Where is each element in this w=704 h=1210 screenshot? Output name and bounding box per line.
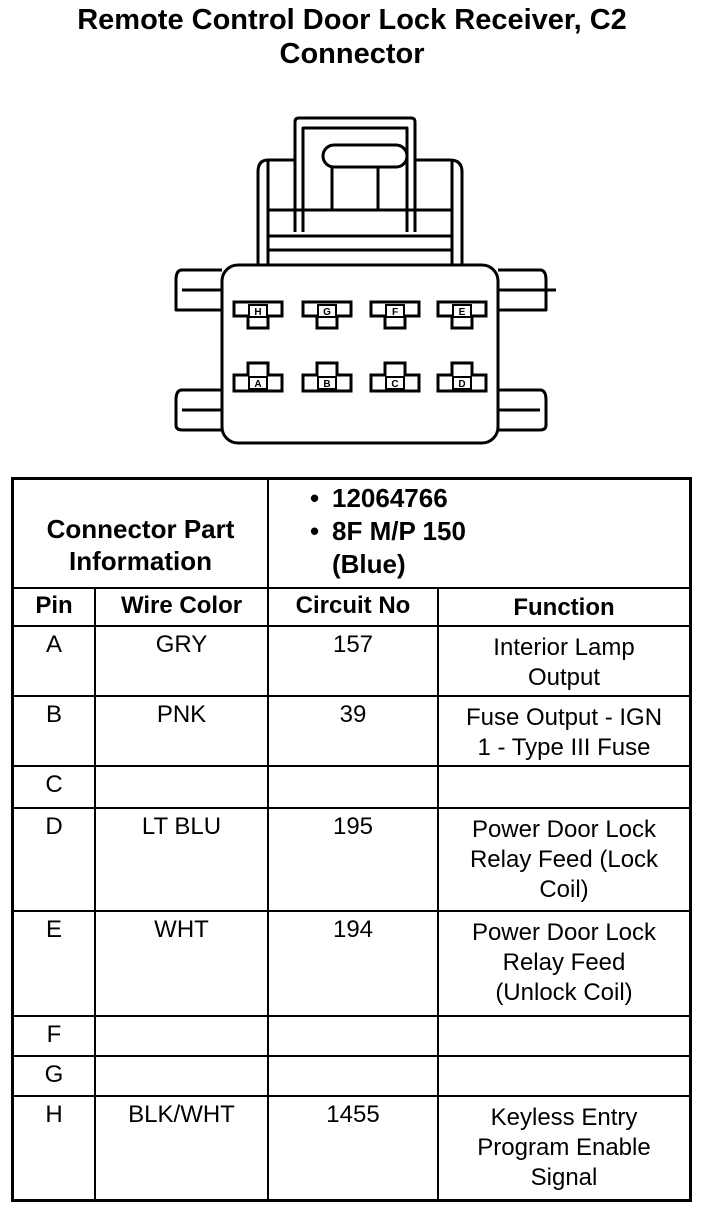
pin-cell-g: G [44,1061,64,1088]
pin-cavity-e [436,300,488,330]
function-cell-e: Power Door Lock [471,919,657,946]
wire-color-cell-a: GRY [155,631,208,658]
part-description-bullet: • [310,516,320,546]
connector-info-table: Connector Part Information • 12064766 • … [11,477,692,1202]
pin-cavity-f [369,300,421,330]
function-cell-e: (Unlock Coil) [495,979,633,1006]
wire-color-cell-h: BLK/WHT [128,1101,235,1128]
pin-label-box-a [248,376,268,390]
pin-label-d: D [458,379,465,390]
wire-color-cell-d: LT BLU [141,813,222,840]
pin-cell-d: D [45,813,63,840]
pin-cell-h: H [45,1101,63,1128]
diagram-title-line2: Connector [279,38,425,70]
function-cell-d: Coil) [539,876,589,903]
circuit-cell-h: 1455 [326,1101,380,1128]
function-cell-a: Interior Lamp [493,634,635,661]
circuit-cell-d: 195 [332,813,374,840]
pin-label-box-h [248,304,268,318]
function-cell-e: Relay Feed [502,949,626,976]
part-number: 12064766 [332,483,448,513]
function-cell-h: Keyless Entry [490,1104,638,1131]
part-info-label: Connector Part [46,514,235,544]
column-header-pin: Pin [35,592,73,619]
function-cell-a: Output [527,664,601,691]
pin-cavity-a [232,361,284,393]
function-cell-b: 1 - Type III Fuse [477,734,651,761]
circuit-cell-e: 194 [332,916,374,943]
part-number-bullet: • [310,483,320,513]
part-info-label-line2: Information [69,546,212,576]
pin-cell-f: F [46,1021,62,1048]
pin-label-box-f [385,304,405,318]
connector-drawing: H G F E A B C D [174,116,556,445]
pin-label-g: G [323,307,331,318]
column-header-circuit-no: Circuit No [295,592,411,619]
pin-label-a: A [254,379,261,390]
pin-cell-c: C [45,771,63,798]
part-color: (Blue) [332,549,406,579]
pin-cavity-b [301,361,353,393]
pin-label-e: E [459,307,466,318]
function-cell-h: Program Enable [477,1134,651,1161]
pin-label-box-e [452,304,472,318]
pin-label-c: C [391,379,398,390]
column-header-wire-color: Wire Color [120,592,243,619]
function-cell-d: Power Door Lock [471,816,657,843]
circuit-cell-a: 157 [332,631,374,658]
wire-color-cell-e: WHT [154,916,209,943]
pin-cell-b: B [45,701,62,728]
pin-cell-e: E [45,916,62,943]
wire-color-cell-b: PNK [156,701,207,728]
function-cell-d: Relay Feed (Lock [469,846,659,873]
circuit-cell-b: 39 [339,701,367,728]
diagram-title: Remote Control Door Lock Receiver, C2 [77,4,627,36]
part-description: 8F M/P 150 [332,516,466,546]
pin-cell-a: A [45,631,62,658]
pin-cavity-c [369,361,421,393]
pin-label-box-b [317,376,337,390]
pin-cavity-h [232,300,284,330]
function-cell-b: Fuse Output - IGN [465,704,663,731]
pin-label-b: B [323,379,330,390]
pin-cavity-g [301,300,353,330]
function-cell-h: Signal [530,1164,598,1191]
pin-label-box-d [452,376,472,390]
connector-bottom-pins: A B C D [232,361,488,393]
pin-label-f: F [392,307,398,318]
pin-label-box-c [385,376,405,390]
pin-cavity-d [436,361,488,393]
pin-label-h: H [254,307,261,318]
pin-label-box-g [317,304,337,318]
column-header-function: Function [513,594,615,621]
